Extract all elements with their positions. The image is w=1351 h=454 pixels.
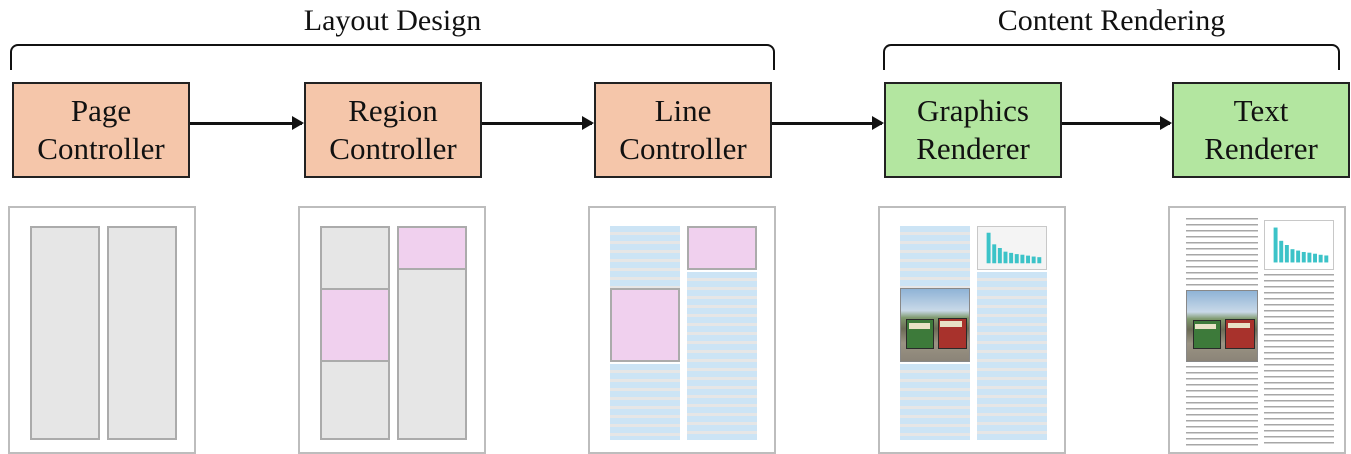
text-renderer-box: Text Renderer <box>1172 82 1350 178</box>
tram-photo-graphic <box>900 288 970 362</box>
page-layout-thumbnail <box>8 206 196 454</box>
chart-bar <box>1273 227 1278 263</box>
graphics-renderer-label-line1: Graphics <box>917 93 1029 128</box>
region-graphic-left <box>320 288 390 362</box>
arrow-region-to-line <box>482 117 594 129</box>
chart-bar <box>1307 252 1312 263</box>
graphics-rendered-thumbnail <box>878 206 1066 454</box>
rendered-bar-chart <box>1264 220 1334 270</box>
chart-bar <box>992 244 997 264</box>
rendered-text-right <box>1264 274 1334 446</box>
region-controller-label-line1: Region <box>348 93 438 128</box>
layout-design-heading: Layout Design <box>303 4 482 37</box>
region-graphic-right <box>397 226 467 270</box>
text-lines-left-top <box>610 226 680 288</box>
graphics-renderer-label-line2: Renderer <box>916 131 1030 166</box>
text-renderer-label-line1: Text <box>1233 93 1289 128</box>
layout-design-bracket <box>10 44 775 70</box>
graphics-renderer-box: Graphics Renderer <box>884 82 1062 178</box>
content-rendering-heading: Content Rendering <box>997 4 1226 37</box>
arrow-graphics-to-text <box>1062 117 1172 129</box>
rendered-tram-photo <box>1186 290 1258 362</box>
bar-chart-graphic <box>977 226 1047 270</box>
chart-bar <box>1296 250 1301 263</box>
region-controller-box: Region Controller <box>304 82 482 178</box>
region-controller-label-line2: Controller <box>329 131 457 166</box>
line-graphic-left <box>610 288 680 362</box>
line-graphic-right <box>687 226 757 270</box>
chart-bar <box>1279 240 1284 263</box>
content-rendering-bracket <box>883 44 1340 70</box>
graphics-text-lines-left-bottom <box>900 364 970 440</box>
page-column-left <box>30 226 100 440</box>
chart-bar <box>1290 249 1295 263</box>
chart-bar <box>1284 245 1289 263</box>
chart-bar <box>1301 251 1306 263</box>
bar-chart-svg <box>986 232 1042 264</box>
line-controller-label-line2: Controller <box>619 131 747 166</box>
chart-bar <box>1324 255 1329 263</box>
chart-bar <box>1037 257 1042 264</box>
line-controller-label-line1: Line <box>654 93 712 128</box>
chart-bar <box>1014 254 1019 264</box>
region-layout-thumbnail <box>298 206 486 454</box>
page-controller-label-line2: Controller <box>37 131 165 166</box>
rendered-text-left-bottom <box>1186 366 1258 446</box>
text-lines-right <box>687 272 757 440</box>
arrow-line-to-graphics <box>772 117 884 129</box>
text-rendered-thumbnail <box>1168 206 1346 454</box>
text-renderer-label-line2: Renderer <box>1204 131 1318 166</box>
graphics-text-lines-left-top <box>900 226 970 288</box>
page-controller-box: Page Controller <box>12 82 190 178</box>
chart-bar <box>997 248 1002 264</box>
chart-bar <box>1003 251 1008 264</box>
chart-bar <box>1009 252 1014 264</box>
chart-bar <box>1020 254 1025 264</box>
arrow-page-to-region <box>190 117 304 129</box>
chart-bar <box>1031 256 1036 264</box>
chart-bar <box>1026 255 1031 264</box>
rendered-text-left-top <box>1186 218 1258 288</box>
chart-bar <box>986 232 991 264</box>
line-layout-thumbnail <box>588 206 776 454</box>
page-column-right <box>107 226 177 440</box>
chart-bar <box>1318 254 1323 263</box>
page-controller-label-line1: Page <box>70 93 132 128</box>
line-controller-box: Line Controller <box>594 82 772 178</box>
rendered-bar-chart-svg <box>1273 227 1329 263</box>
chart-bar <box>1313 253 1318 263</box>
text-lines-left-bottom <box>610 364 680 440</box>
graphics-text-lines-right <box>977 272 1047 440</box>
